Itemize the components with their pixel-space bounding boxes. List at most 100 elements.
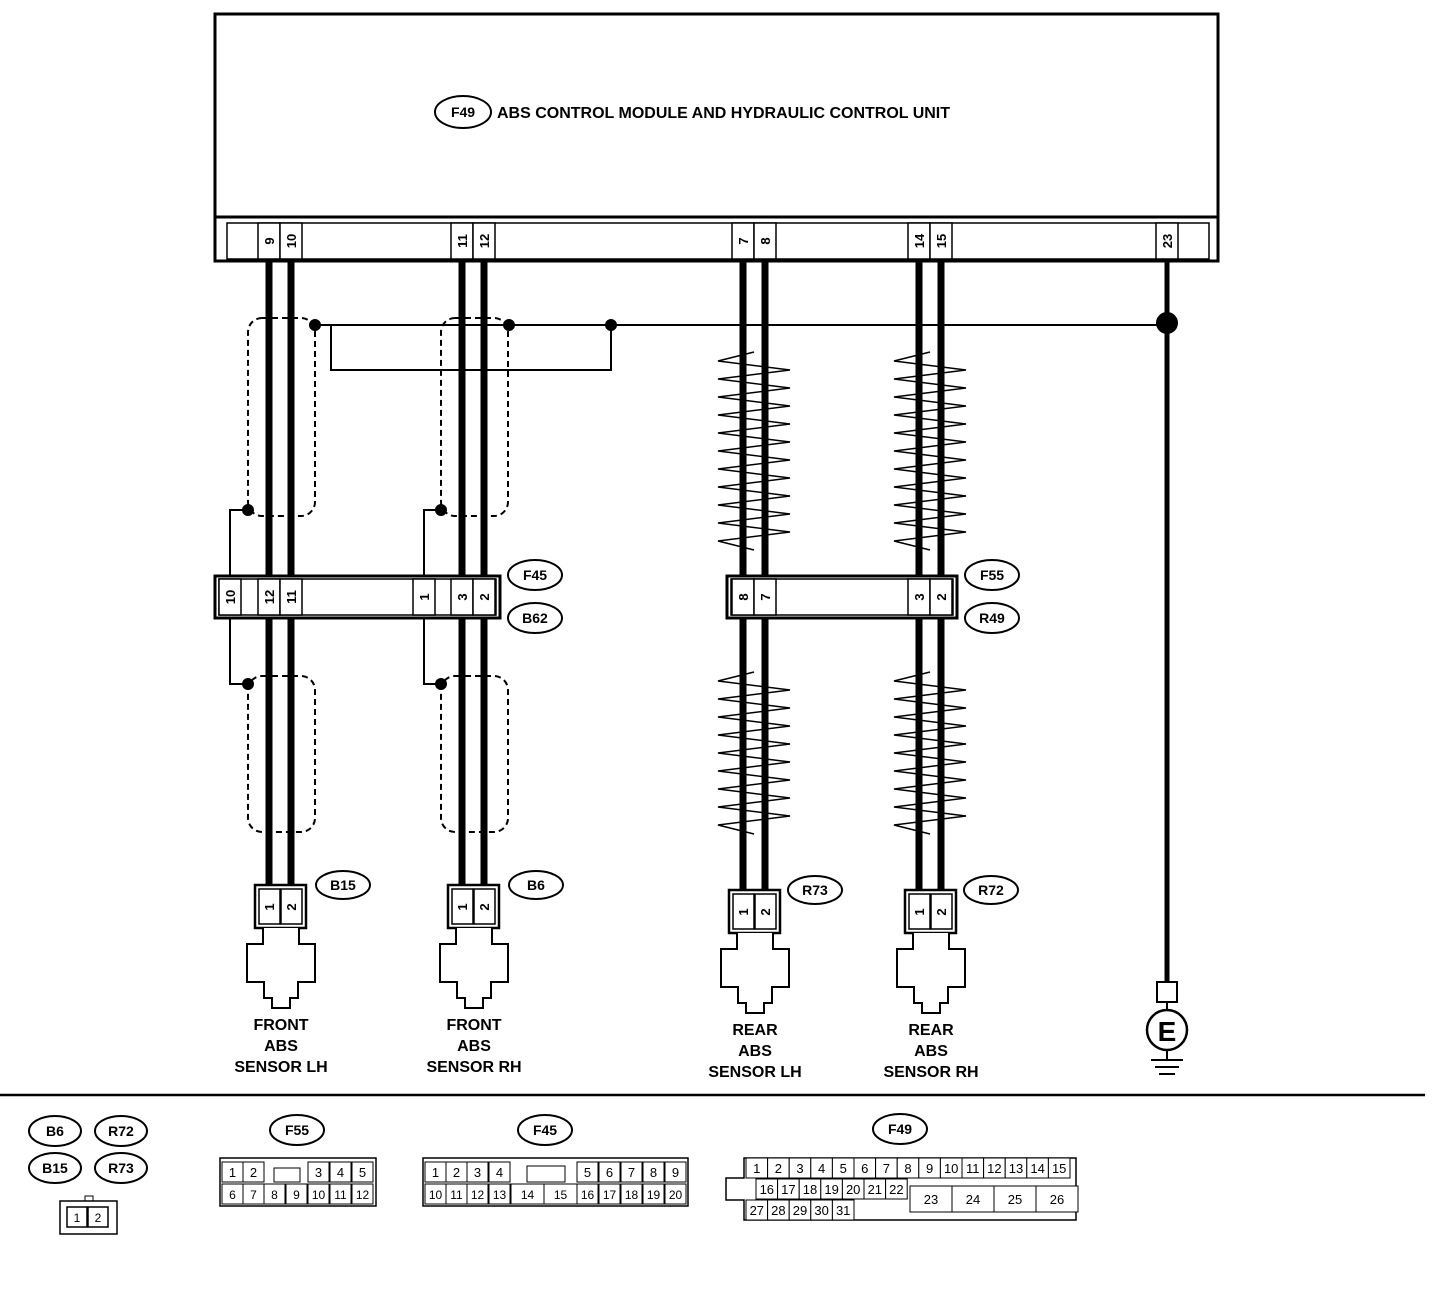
- legend-pin: 27: [750, 1203, 764, 1218]
- module-pin: 9: [262, 237, 277, 244]
- legend-tag: F49: [888, 1121, 912, 1137]
- legend-pin: 14: [521, 1188, 535, 1202]
- legend-pin: 12: [471, 1188, 485, 1202]
- legend-pin-cell: [831, 1199, 855, 1221]
- legend-pin: 6: [861, 1161, 868, 1176]
- legend-pin-cell: [620, 1161, 643, 1183]
- legend-pin: 3: [474, 1165, 481, 1180]
- legend-pin: 21: [868, 1182, 882, 1197]
- module-title: ABS CONTROL MODULE AND HYDRAULIC CONTROL…: [497, 105, 950, 122]
- connector-tag: F45: [523, 567, 547, 583]
- legend-pin: 4: [496, 1165, 503, 1180]
- legend-pin-cell: [307, 1183, 330, 1205]
- legend-pin: 3: [315, 1165, 322, 1180]
- legend-pin-cell: [620, 1183, 643, 1205]
- sensor-front-lh: 1 2 B15 FRONT ABS SENSOR LH: [234, 870, 371, 1076]
- legend-pin: 12: [987, 1161, 1001, 1176]
- joint-pin: 2: [477, 593, 492, 600]
- legend-pin: 24: [966, 1192, 980, 1207]
- legend-pin: 30: [814, 1203, 828, 1218]
- legend-pin: 11: [966, 1161, 980, 1176]
- legend-pin: 1: [229, 1165, 236, 1180]
- legend-pin: 28: [771, 1203, 785, 1218]
- legend-pin-cell: [466, 1161, 489, 1183]
- legend-pin: 10: [429, 1188, 443, 1202]
- module-pin: 15: [934, 234, 949, 248]
- legend-pin: 18: [803, 1182, 817, 1197]
- sensor-label: REAR: [732, 1022, 778, 1039]
- legend-pin: 6: [229, 1188, 236, 1202]
- sensor-label: SENSOR LH: [708, 1064, 801, 1081]
- legend-small-connector: B6 R72 B15 R73 1 2: [28, 1115, 148, 1235]
- sensor-label: SENSOR RH: [883, 1064, 978, 1081]
- legend-pin: 22: [889, 1182, 903, 1197]
- legend-pin-cell: [642, 1161, 665, 1183]
- legend-pin: 8: [904, 1161, 911, 1176]
- legend-pin: 4: [818, 1161, 825, 1176]
- legend-pin: 2: [453, 1165, 460, 1180]
- legend-pin: 11: [334, 1188, 347, 1202]
- legend-pin: 12: [356, 1188, 370, 1202]
- legend-pin-cell: [466, 1183, 489, 1205]
- legend-pin: 13: [493, 1188, 507, 1202]
- sensor-pin: 1: [736, 908, 751, 915]
- sensor-rear-lh: 1 2 R73 REAR ABS SENSOR LH: [708, 875, 843, 1081]
- legend-pin: 4: [337, 1165, 344, 1180]
- legend-pin: 25: [1008, 1192, 1022, 1207]
- legend-pin: 14: [1030, 1161, 1044, 1176]
- sensor-body-icon: [720, 933, 790, 1014]
- legend-pin: 19: [824, 1182, 838, 1197]
- sensor-front-rh: 1 2 B6 FRONT ABS SENSOR RH: [426, 870, 564, 1076]
- legend-pin: 20: [846, 1182, 860, 1197]
- joint-pin: 11: [284, 590, 299, 604]
- legend-pin-cell: [598, 1183, 621, 1205]
- legend-pin: 19: [647, 1188, 661, 1202]
- legend-pin-cell: [329, 1183, 352, 1205]
- legend-pin: 18: [625, 1188, 639, 1202]
- legend-pin-cell: [576, 1183, 599, 1205]
- legend-pin: 13: [1009, 1161, 1023, 1176]
- connector-tag: F55: [980, 567, 1004, 583]
- twisted-pair: [717, 351, 967, 835]
- legend-pin: 9: [293, 1188, 300, 1202]
- sensor-pin: 2: [934, 908, 949, 915]
- sensor-pin: 2: [758, 908, 773, 915]
- legend-pin-cell: [642, 1183, 665, 1205]
- legend-pin-cell: [351, 1183, 374, 1205]
- legend-tag: R73: [108, 1160, 134, 1176]
- legend-pin: 11: [450, 1188, 463, 1202]
- legend-pin-cell: [664, 1161, 687, 1183]
- front-joint-connector: 10 12 11 1 3 2 F45 B62: [213, 559, 563, 634]
- legend-pin-cell: [488, 1161, 511, 1183]
- sensor-pin: 2: [477, 903, 492, 910]
- legend-pin: 8: [271, 1188, 278, 1202]
- sensor-label: FRONT: [253, 1017, 308, 1034]
- legend-pin: 26: [1050, 1192, 1064, 1207]
- joint-pin: 3: [455, 593, 470, 600]
- connector-tag: B62: [522, 610, 548, 626]
- legend-pin: 1: [753, 1161, 760, 1176]
- legend-pin: 9: [926, 1161, 933, 1176]
- legend-pin: 2: [250, 1165, 257, 1180]
- legend-pin-cell: [885, 1178, 908, 1200]
- module-pin: 8: [758, 237, 773, 244]
- legend-tag: B6: [46, 1123, 64, 1139]
- sensor-body-icon: [439, 928, 509, 1009]
- legend-pin: 3: [796, 1161, 803, 1176]
- shield-dashed: [247, 317, 509, 833]
- abs-control-module: F49 ABS CONTROL MODULE AND HYDRAULIC CON…: [213, 12, 1220, 263]
- legend-pin: 1: [432, 1165, 439, 1180]
- module-pin: 12: [477, 234, 492, 248]
- legend-pin-cell: [1035, 1185, 1079, 1213]
- sensor-pin: 1: [262, 903, 277, 910]
- legend-tag: R72: [108, 1123, 134, 1139]
- sensor-pin: 1: [455, 903, 470, 910]
- legend-pin: 17: [603, 1188, 617, 1202]
- legend-pin-cell: [488, 1183, 511, 1205]
- module-tag: F49: [451, 104, 475, 120]
- legend-pin-cell: [329, 1161, 352, 1183]
- legend-pin-cell: [598, 1161, 621, 1183]
- joint-pin: 7: [758, 593, 773, 600]
- ground-symbol: E: [1158, 1016, 1177, 1047]
